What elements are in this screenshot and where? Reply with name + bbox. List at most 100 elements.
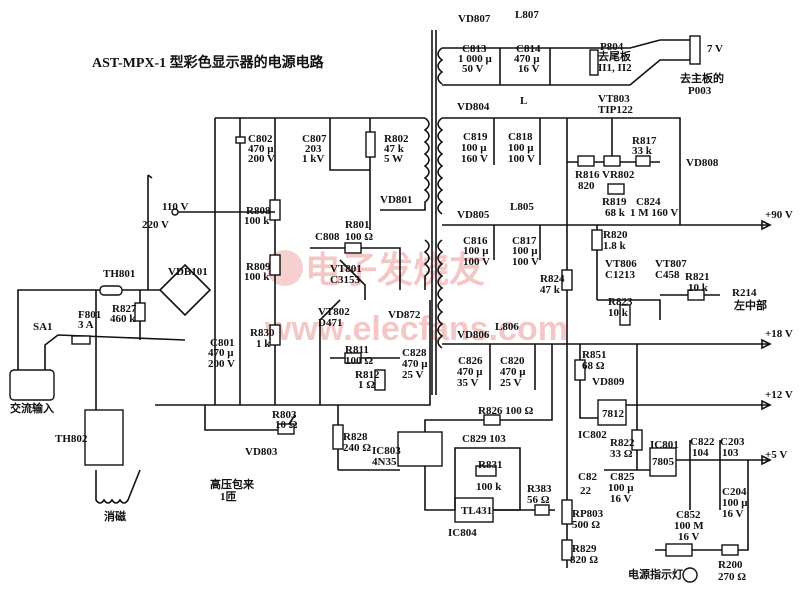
label-c818c: 100 V xyxy=(508,153,535,165)
label-vt806b: C1213 xyxy=(605,269,635,281)
label-vt802a: VT802 xyxy=(318,306,350,318)
label-v5: +5 V xyxy=(765,449,787,461)
label-r808b: 100 k xyxy=(244,215,270,227)
label-c822a: C822 xyxy=(690,436,715,448)
label-r801b: 100 Ω xyxy=(345,231,373,243)
label-vd806: VD806 xyxy=(457,329,490,341)
label-c852b: 100 M xyxy=(674,520,704,532)
label-r816b: 820 xyxy=(578,180,595,192)
label-c807a: C807 xyxy=(302,133,327,145)
label-r802b: 47 k xyxy=(384,143,405,155)
label-c801b: 470 μ xyxy=(208,347,234,359)
label-hv2: 1匝 xyxy=(220,490,237,503)
diagram-title: AST-MPX-1 型彩色显示器的电源电路 xyxy=(92,54,325,71)
label-c852c: 16 V xyxy=(678,531,700,543)
label-c813a: C813 xyxy=(462,43,487,55)
label-vd805: VD805 xyxy=(457,209,490,221)
label-c204b: 100 μ xyxy=(722,497,748,509)
label-r817a: R817 xyxy=(632,135,657,147)
label-vt801a: VT801 xyxy=(330,263,362,275)
label-r821a: R821 xyxy=(685,271,709,283)
label-c828b: 470 μ xyxy=(402,358,428,370)
label-r819a: R819 xyxy=(602,196,627,208)
label-vd801: VD801 xyxy=(380,194,412,206)
label-r819b: 68 k xyxy=(605,207,626,219)
label-r803b: 10 Ω xyxy=(275,419,298,431)
label-c204a: C204 xyxy=(722,486,747,498)
label-c802a: C802 xyxy=(248,133,273,145)
label-r823a: R823 xyxy=(608,296,633,308)
label-c801c: 200 V xyxy=(208,358,235,370)
label-r809b: 100 k xyxy=(244,271,270,283)
label-r812a: R812 xyxy=(355,369,380,381)
label-c819b: 100 μ xyxy=(461,142,487,154)
label-vt803a: VT803 xyxy=(598,93,630,105)
label-vt807b: C458 xyxy=(655,269,680,281)
label-v18: +18 V xyxy=(765,328,793,340)
label-r812b: 1 Ω xyxy=(358,379,375,391)
label-c818b: 100 μ xyxy=(508,142,534,154)
label-c819a: C819 xyxy=(463,131,488,143)
label-vd808: VD808 xyxy=(686,157,719,169)
label-r827a: R827 xyxy=(112,303,137,315)
label-c828a: C828 xyxy=(402,347,427,359)
label-ic803a: IC803 xyxy=(372,445,401,457)
label-vd803: VD803 xyxy=(245,446,278,458)
label-vt801b: C3153 xyxy=(330,274,360,286)
label-r824a: R824 xyxy=(540,273,565,285)
label-c816a: C816 xyxy=(463,235,488,247)
label-r802c: 5 W xyxy=(384,153,403,165)
label-r811b: 100 Ω xyxy=(345,355,373,367)
label-vd807: VD807 xyxy=(458,13,491,25)
watermark: 电子发烧友 www.elecfans.com xyxy=(264,249,568,348)
label-c816b: 100 μ xyxy=(463,245,489,257)
label-r802a: R802 xyxy=(384,133,409,145)
label-c822b: 104 xyxy=(692,447,709,459)
label-c807c: 1 kV xyxy=(302,153,324,165)
label-c814c: 16 V xyxy=(518,63,540,75)
label-r831b: 100 k xyxy=(476,481,502,493)
label-c825b: 100 μ xyxy=(608,482,634,494)
label-c829: C829 103 xyxy=(462,433,506,445)
label-sa1: SA1 xyxy=(33,321,53,333)
label-f801b: 3 A xyxy=(78,319,94,331)
label-r830b: 1 k xyxy=(256,338,271,350)
label-r214a: R214 xyxy=(732,287,757,299)
label-p003b: P003 xyxy=(688,85,712,97)
label-r824b: 47 k xyxy=(540,284,561,296)
label-r822a: R822 xyxy=(610,437,635,449)
label-vt806a: VT806 xyxy=(605,258,637,270)
label-tl431: TL431 xyxy=(461,505,492,517)
label-r829a: R829 xyxy=(572,543,597,555)
label-c826a: C826 xyxy=(458,355,483,367)
label-v220: 220 V xyxy=(142,219,169,231)
label-r829b: 820 Ω xyxy=(570,554,598,566)
label-c820b: 470 μ xyxy=(500,366,526,378)
label-c825a: C825 xyxy=(610,471,635,483)
label-c852a: C852 xyxy=(676,509,701,521)
label-r827b: 460 k xyxy=(110,313,136,325)
label-l805: L805 xyxy=(510,201,534,213)
label-c802b: 470 μ xyxy=(248,143,274,155)
label-c813c: 50 V xyxy=(462,63,484,75)
label-v12: +12 V xyxy=(765,389,793,401)
label-r811a: R811 xyxy=(345,344,369,356)
label-r808a: R808 xyxy=(246,205,271,217)
label-r803a: R803 xyxy=(272,409,297,421)
label-r822b: 33 Ω xyxy=(610,448,633,460)
label-v90: +90 V xyxy=(765,209,793,221)
label-c826b: 470 μ xyxy=(457,366,483,378)
label-vt802b: D471 xyxy=(318,317,342,329)
label-c203b: 103 xyxy=(722,447,739,459)
label-c824a: C824 xyxy=(636,196,661,208)
watermark-url: www.elecfans.com xyxy=(264,310,568,348)
label-p804a: P804 xyxy=(600,41,624,53)
label-u7805: 7805 xyxy=(652,456,675,468)
label-degauss: 消磁 xyxy=(104,509,126,523)
label-u7812: 7812 xyxy=(602,408,625,420)
label-th801: TH801 xyxy=(103,268,135,280)
label-c816c: 100 V xyxy=(463,256,490,268)
label-r828b: 240 Ω xyxy=(343,442,371,454)
